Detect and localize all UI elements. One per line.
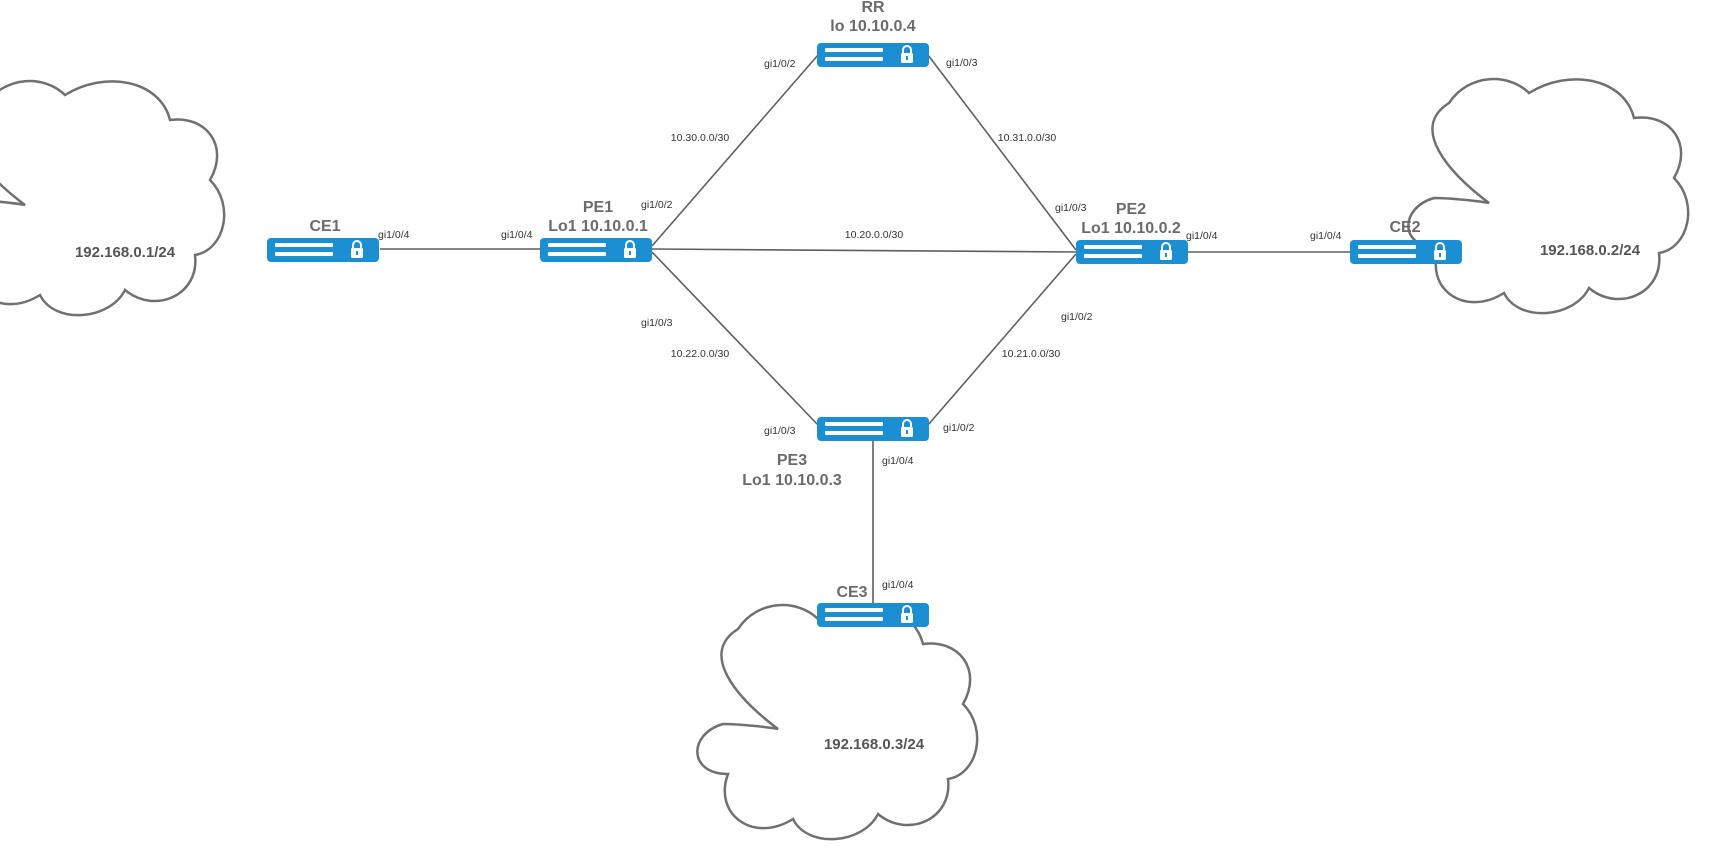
router-icon (539, 237, 653, 263)
port-label: gi1/0/4 (1186, 230, 1218, 242)
cloud-ce2-lan: 192.168.0.2/24 (1407, 77, 1690, 315)
link-pe3-pe2 (927, 253, 1077, 426)
port-label: gi1/0/3 (946, 57, 978, 69)
link-rr-pe2 (927, 54, 1077, 251)
router-icon (266, 237, 380, 263)
router-ce2 (1349, 239, 1463, 265)
link-pe1-pe3 (651, 251, 819, 426)
ce1-name: CE1 (309, 218, 340, 235)
router-pe1 (539, 237, 653, 263)
port-label: gi1/0/3 (641, 317, 673, 329)
port-label: gi1/0/4 (882, 455, 914, 467)
cloud-label: 192.168.0.1/24 (75, 244, 176, 261)
port-label: gi1/0/2 (764, 58, 796, 70)
ce2-name: CE2 (1389, 219, 1420, 236)
router-icon (816, 42, 930, 68)
pe1-name: PE1 (583, 199, 613, 216)
port-label: gi1/0/3 (764, 425, 796, 437)
router-pe2 (1075, 239, 1189, 265)
subnet-label: 10.30.0.0/30 (671, 132, 730, 144)
cloud-label: 192.168.0.2/24 (1540, 242, 1641, 259)
subnet-label: 10.21.0.0/30 (1002, 348, 1061, 360)
port-label: gi1/0/4 (378, 229, 410, 241)
pe2-name: PE2 (1116, 201, 1146, 218)
link-pe1-rr (651, 54, 819, 247)
port-label: gi1/0/4 (1310, 230, 1342, 242)
router-icon (1349, 239, 1463, 265)
cloud-icon (696, 603, 979, 841)
cloud-ce3-lan: 192.168.0.3/24 (696, 603, 979, 841)
router-icon (1075, 239, 1189, 265)
port-label: gi1/0/2 (943, 422, 975, 434)
rr-name: RR (861, 0, 885, 16)
ce3-name: CE3 (836, 584, 867, 601)
link-pe1-pe2 (651, 248, 1077, 253)
port-label: gi1/0/2 (641, 199, 673, 211)
router-icon (816, 416, 930, 442)
router-ce1 (266, 237, 380, 263)
router-rr (816, 42, 930, 68)
pe3-name: PE3 (777, 452, 807, 469)
cloud-ce1-lan: 192.168.0.1/24 (0, 79, 226, 317)
router-ce3 (816, 602, 930, 628)
port-label: gi1/0/4 (501, 229, 533, 241)
subnet-label: 10.31.0.0/30 (998, 132, 1057, 144)
cloud-label: 192.168.0.3/24 (824, 736, 925, 753)
rr-address: lo 10.10.0.4 (830, 18, 915, 35)
cloud-icon (1407, 77, 1690, 315)
cloud-icon (0, 79, 226, 317)
pe1-address: Lo1 10.10.0.1 (548, 218, 648, 235)
port-label: gi1/0/2 (1061, 311, 1093, 323)
links (380, 54, 1350, 603)
router-icon (816, 602, 930, 628)
port-label: gi1/0/4 (882, 579, 914, 591)
pe3-address: Lo1 10.10.0.3 (742, 472, 842, 489)
port-label: gi1/0/3 (1055, 202, 1087, 214)
subnet-label: 10.20.0.0/30 (845, 229, 904, 241)
pe2-address: Lo1 10.10.0.2 (1081, 220, 1181, 237)
subnet-label: 10.22.0.0/30 (671, 348, 730, 360)
router-pe3 (816, 416, 930, 442)
